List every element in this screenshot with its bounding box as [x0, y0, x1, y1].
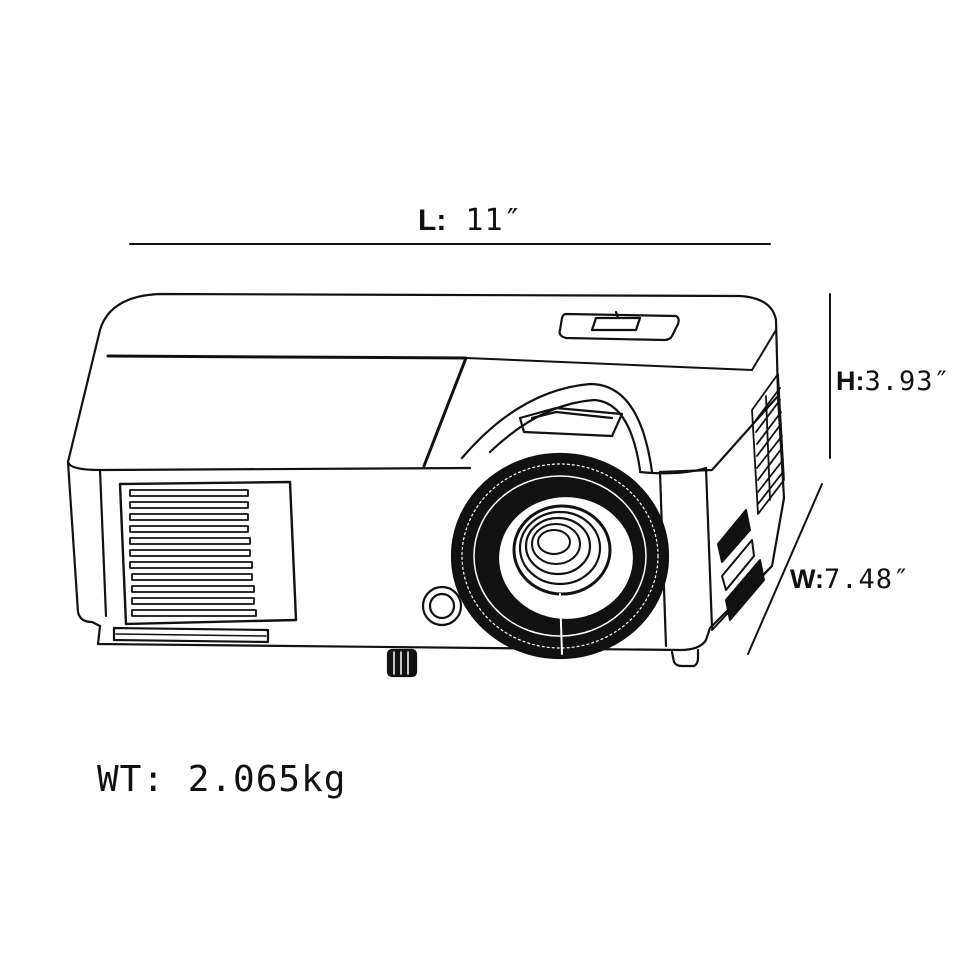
- rear-foot: [670, 648, 700, 668]
- top-panel-edge: [106, 354, 468, 468]
- ir-sensor: [421, 585, 463, 627]
- height-value: 3.93″: [864, 366, 951, 397]
- side-ports: [711, 509, 773, 631]
- lens-assembly: [450, 452, 670, 660]
- projector-top-shell: [66, 292, 780, 474]
- width-value: 7.48″: [824, 564, 911, 595]
- width-key: W:: [790, 564, 824, 594]
- control-panel: [558, 310, 680, 342]
- adjustable-foot: [386, 648, 418, 678]
- side-vent-grille: [751, 373, 785, 515]
- front-vent-grille: [118, 480, 298, 626]
- length-key: L:: [418, 204, 447, 237]
- height-key: H:: [836, 366, 865, 396]
- height-label: H:3.93″: [836, 366, 951, 397]
- lens-hood: [460, 382, 654, 474]
- focus-window: [518, 406, 624, 438]
- width-label: W:7.48″: [790, 564, 911, 595]
- weight-label: WT: 2.065kg: [97, 759, 347, 800]
- bottom-vent-strip: [112, 626, 270, 644]
- length-label: L: 11″: [418, 206, 523, 236]
- width-dimension-line: [747, 483, 823, 655]
- length-value: 11″: [446, 203, 523, 238]
- projector-front-body: [66, 394, 786, 652]
